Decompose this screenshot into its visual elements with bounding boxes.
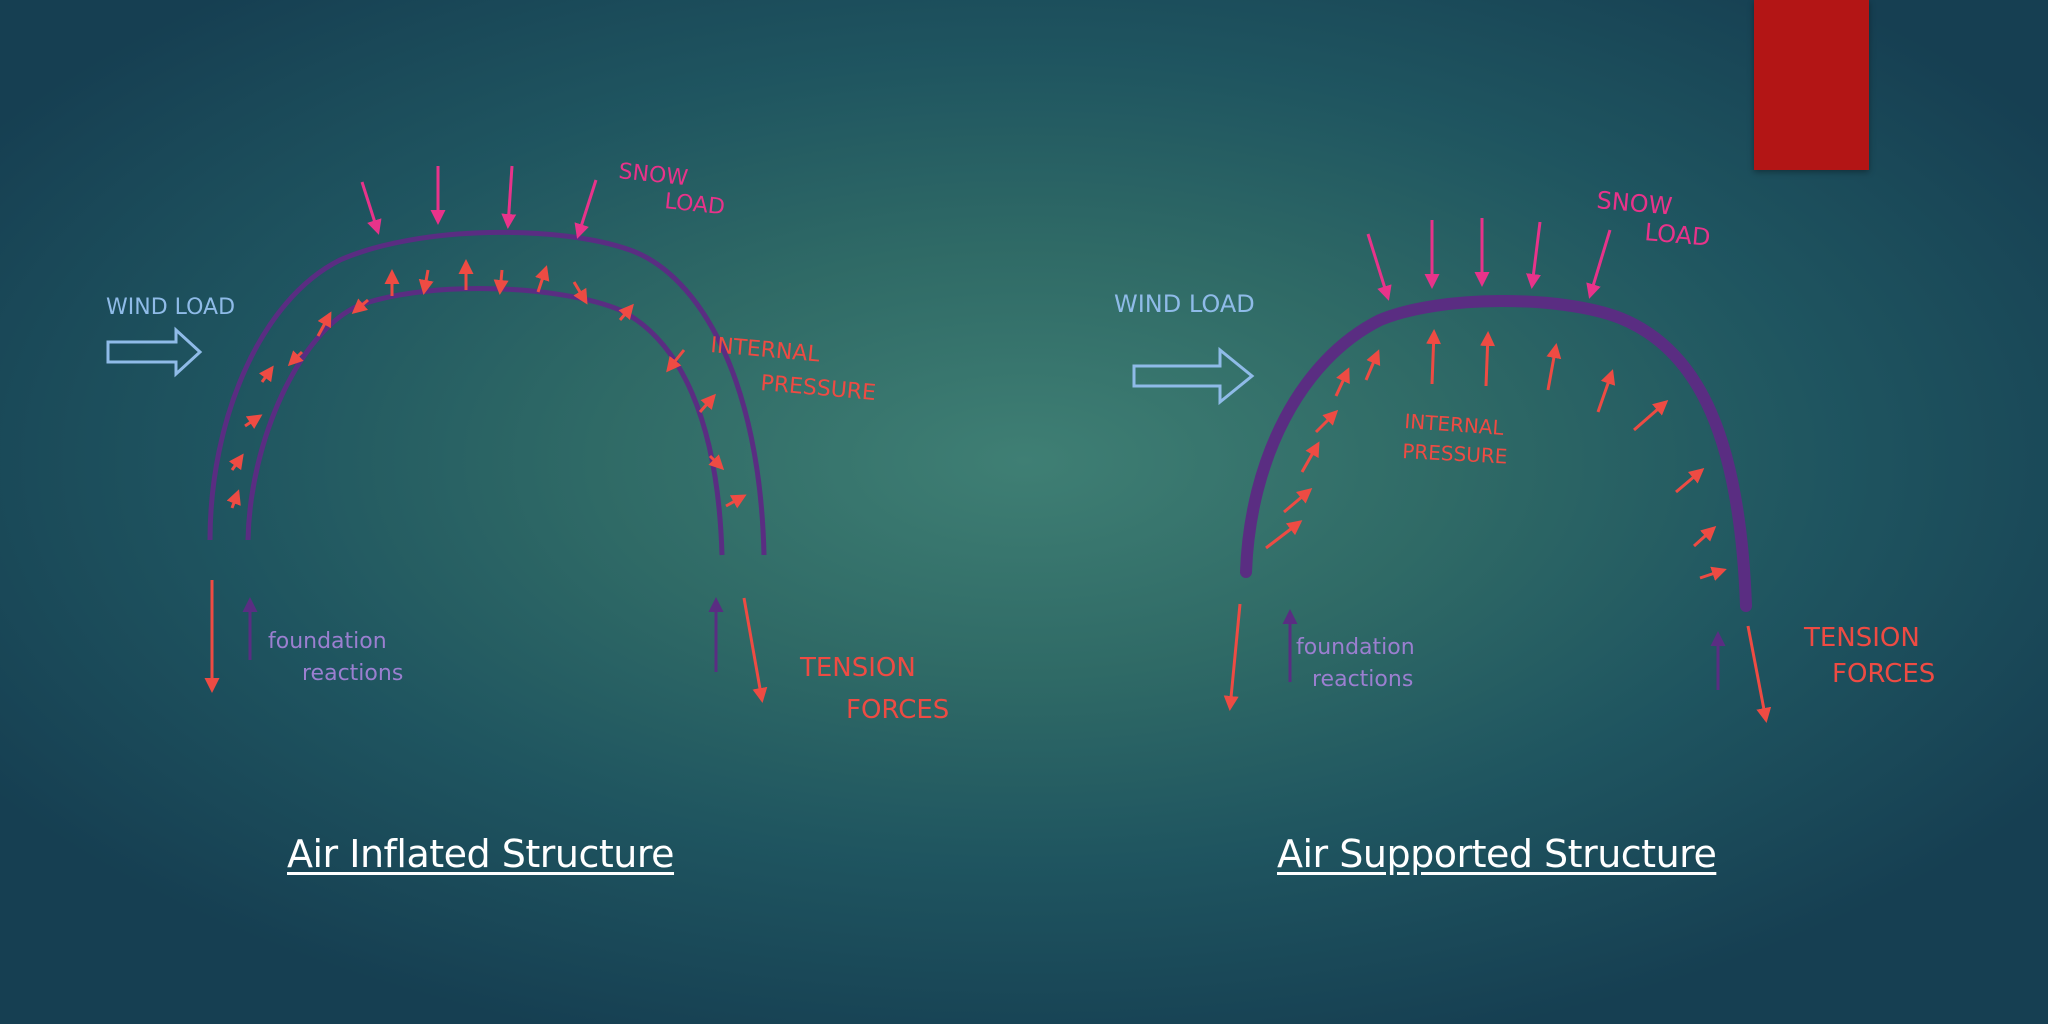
right-snow-label-2: LOAD <box>1643 218 1711 252</box>
left-diagram: SNOW LOAD WIND LOAD INTERNAL PRESSURE fo… <box>106 159 949 725</box>
right-foundation-label-2: reactions <box>1312 667 1413 692</box>
right-wind-label: WIND LOAD <box>1114 290 1255 318</box>
left-outer-membrane <box>207 229 767 556</box>
right-reaction-down-b <box>1746 625 1772 723</box>
left-reaction-down-b <box>742 597 768 703</box>
left-wind-arrow <box>106 326 203 378</box>
left-snow-label-2: LOAD <box>663 189 726 220</box>
left-tension-label-1: TENSION <box>799 653 916 683</box>
right-reaction-down-a <box>1223 603 1242 711</box>
accent-bar <box>1754 0 1869 170</box>
left-wind-label: WIND LOAD <box>106 295 235 320</box>
right-caption: Air Supported Structure <box>1277 832 1717 876</box>
left-snow-arrows <box>360 165 598 239</box>
right-snow-arrows <box>1366 218 1612 301</box>
right-membrane <box>1240 295 1752 612</box>
left-foundation-label-2: reactions <box>302 661 403 686</box>
left-snow-label-1: SNOW <box>617 159 689 191</box>
right-snow-label-1: SNOW <box>1595 186 1673 221</box>
right-tension-label-2: FORCES <box>1832 659 1935 689</box>
left-tension-label-2: FORCES <box>846 695 949 725</box>
left-foundation-label-1: foundation <box>268 629 387 654</box>
left-inner-membrane <box>245 286 725 556</box>
right-internal-label-2: PRESSURE <box>1402 439 1508 468</box>
left-internal-label-2: PRESSURE <box>759 371 876 406</box>
right-internal-label-1: INTERNAL <box>1404 409 1506 440</box>
right-foundation-label-1: foundation <box>1296 635 1415 660</box>
left-pressure-arrows <box>226 259 747 509</box>
left-caption: Air Inflated Structure <box>287 832 675 876</box>
right-pressure-arrows <box>1265 329 1727 581</box>
right-wind-arrow <box>1132 346 1255 406</box>
right-diagram: SNOW LOAD WIND LOAD INTERNAL PRESSURE fo… <box>1114 186 1935 723</box>
right-tension-label-1: TENSION <box>1803 623 1920 653</box>
